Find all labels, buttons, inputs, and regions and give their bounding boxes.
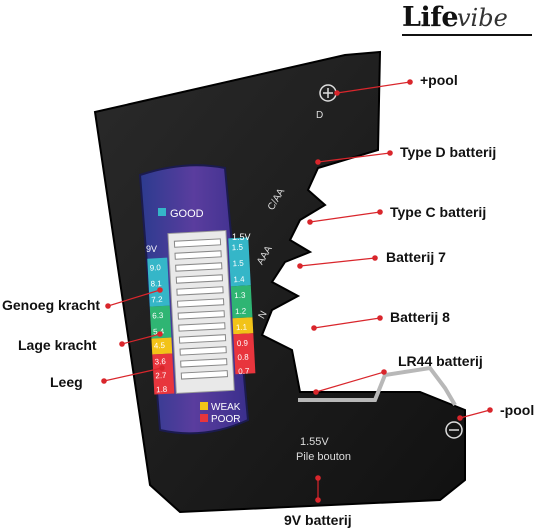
weak-legend-swatch [200, 402, 208, 410]
good-legend-swatch [158, 208, 166, 216]
brand-logo: Life vibe [402, 2, 532, 36]
left-value: 6.3 [152, 311, 164, 321]
right-column-header: 1.5V [232, 232, 251, 242]
callout-9v: 9V batterij [284, 512, 352, 528]
button-cell-label: Pile bouton [296, 451, 351, 463]
left-value: 3.6 [154, 357, 166, 367]
left-column-header: 9V [146, 244, 157, 254]
poor-label: POOR [211, 414, 240, 425]
left-color-scale [147, 257, 175, 395]
callout-type-d: Type D batterij [400, 144, 497, 160]
poor-legend-swatch [200, 414, 208, 422]
meter-bars [173, 238, 229, 380]
right-value: 1.2 [235, 307, 247, 317]
right-value: 1.4 [233, 275, 245, 285]
minus-terminal-icon [445, 421, 463, 439]
right-value: 1.3 [234, 291, 246, 301]
callout-battery-8: Batterij 8 [390, 309, 450, 325]
callout-lr44: LR44 batterij [398, 353, 483, 369]
right-value: 0.8 [237, 352, 249, 362]
callout-enough-power: Genoeg kracht [2, 297, 101, 313]
brand-logo-bold: Life [402, 2, 459, 33]
left-value: 8.1 [150, 279, 162, 289]
right-value: 1.5 [232, 243, 244, 253]
left-value: 7.2 [151, 295, 163, 305]
right-value: 0.7 [238, 366, 250, 376]
metal-contact-clip [298, 365, 457, 407]
weak-label: WEAK [211, 402, 241, 413]
button-cell-voltage: 1.55V [300, 436, 329, 448]
left-value: 2.7 [155, 371, 167, 381]
slot-label-n: N [257, 309, 270, 321]
callout-low-power: Lage kracht [18, 337, 97, 353]
right-value: 1.5 [232, 259, 244, 269]
callout-plus-pole: +pool [420, 72, 458, 88]
good-label: GOOD [170, 208, 204, 220]
right-value: 1.1 [236, 323, 248, 333]
left-value: 4.5 [154, 341, 166, 351]
callout-battery-7: Batterij 7 [386, 249, 446, 265]
right-color-scale [228, 237, 256, 375]
left-value: 1.8 [156, 385, 168, 395]
brand-logo-script: vibe [457, 4, 508, 32]
left-value: 9.0 [150, 263, 162, 273]
callout-minus-pole: -pool [500, 402, 535, 418]
slot-label-d: D [316, 110, 323, 121]
callout-type-c: Type C batterij [390, 204, 487, 220]
brand-logo-underline [402, 34, 532, 36]
callout-leaders [101, 79, 493, 503]
right-value: 0.9 [237, 339, 249, 349]
callout-empty: Leeg [50, 374, 83, 390]
